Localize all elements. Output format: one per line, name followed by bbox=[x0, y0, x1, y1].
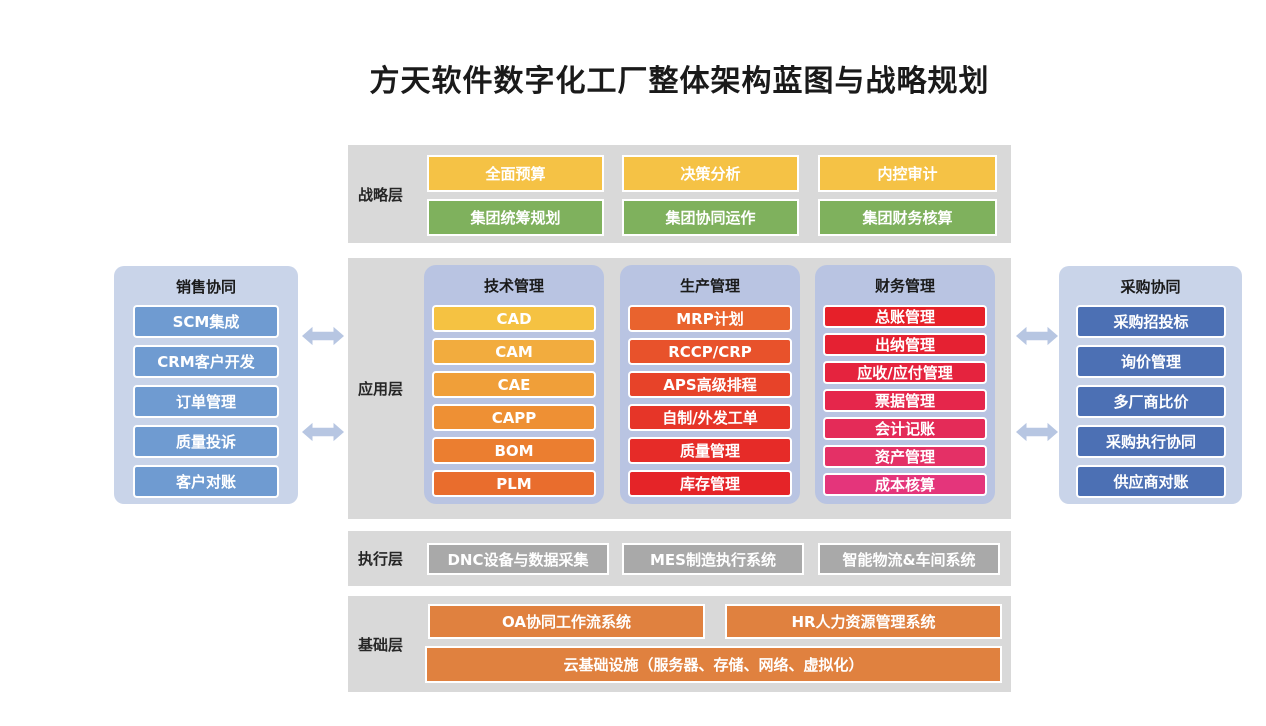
tech-management-title: 技术管理 bbox=[483, 276, 544, 295]
finance-management-column: 财务管理 总账管理 出纳管理 应收/应付管理 票据管理 会计记账 资产管理 成本… bbox=[815, 265, 995, 504]
execution-layer: 执行层 DNC设备与数据采集 MES制造执行系统 智能物流&车间系统 bbox=[348, 531, 1011, 586]
app-node: 票据管理 bbox=[823, 389, 987, 412]
strategy-node: 集团协同运作 bbox=[622, 199, 799, 236]
strategy-layer: 战略层 全面预算 决策分析 内控审计 集团统筹规划 集团协同运作 集团财务核算 bbox=[348, 145, 1011, 243]
double-arrow-icon bbox=[1016, 418, 1058, 446]
execution-node: DNC设备与数据采集 bbox=[427, 543, 609, 575]
strategy-node: 集团财务核算 bbox=[818, 199, 997, 236]
app-node: CAE bbox=[432, 371, 596, 398]
finance-management-title: 财务管理 bbox=[874, 276, 935, 295]
sales-node: 客户对账 bbox=[133, 465, 279, 498]
app-node: APS高级排程 bbox=[628, 371, 792, 398]
foundation-layer: 基础层 OA协同工作流系统 HR人力资源管理系统 云基础设施（服务器、存储、网络… bbox=[348, 596, 1011, 692]
production-management-column: 生产管理 MRP计划 RCCP/CRP APS高级排程 自制/外发工单 质量管理… bbox=[620, 265, 800, 504]
application-layer-label: 应用层 bbox=[358, 380, 404, 398]
tech-management-items: CAD CAM CAE CAPP BOM PLM bbox=[424, 305, 604, 497]
procurement-node: 采购招投标 bbox=[1076, 305, 1226, 338]
procurement-node: 采购执行协同 bbox=[1076, 425, 1226, 458]
foundation-layer-label: 基础层 bbox=[358, 635, 404, 654]
app-node: 应收/应付管理 bbox=[823, 361, 987, 384]
double-arrow-icon bbox=[1016, 322, 1058, 350]
app-node: 会计记账 bbox=[823, 417, 987, 440]
app-node: RCCP/CRP bbox=[628, 338, 792, 365]
app-node: 质量管理 bbox=[628, 437, 792, 464]
strategy-node: 全面预算 bbox=[427, 155, 604, 192]
sales-node: SCM集成 bbox=[133, 305, 279, 338]
production-management-title: 生产管理 bbox=[679, 276, 740, 295]
app-node: 成本核算 bbox=[823, 473, 987, 496]
foundation-node: 云基础设施（服务器、存储、网络、虚拟化） bbox=[425, 646, 1002, 683]
execution-node: MES制造执行系统 bbox=[622, 543, 804, 575]
app-node: 资产管理 bbox=[823, 445, 987, 468]
double-arrow-icon bbox=[302, 418, 344, 446]
app-node: 总账管理 bbox=[823, 305, 987, 328]
sales-node: 订单管理 bbox=[133, 385, 279, 418]
foundation-node: HR人力资源管理系统 bbox=[725, 604, 1002, 639]
procurement-node: 多厂商比价 bbox=[1076, 385, 1226, 418]
application-layer: 应用层 技术管理 CAD CAM CAE CAPP BOM PLM 生产管理 M… bbox=[348, 258, 1011, 519]
execution-layer-label: 执行层 bbox=[358, 550, 404, 568]
procurement-collaboration-title: 采购协同 bbox=[1120, 277, 1181, 296]
sales-collaboration-title: 销售协同 bbox=[175, 277, 236, 296]
sales-collaboration-items: SCM集成 CRM客户开发 订单管理 质量投诉 客户对账 bbox=[114, 297, 298, 498]
strategy-node: 内控审计 bbox=[818, 155, 997, 192]
sales-collaboration-panel: 销售协同 SCM集成 CRM客户开发 订单管理 质量投诉 客户对账 bbox=[114, 266, 298, 504]
foundation-node: OA协同工作流系统 bbox=[428, 604, 705, 639]
procurement-node: 询价管理 bbox=[1076, 345, 1226, 378]
diagram-title: 方天软件数字化工厂整体架构蓝图与战略规划 bbox=[369, 64, 990, 99]
app-node: MRP计划 bbox=[628, 305, 792, 332]
strategy-node: 决策分析 bbox=[622, 155, 799, 192]
production-management-items: MRP计划 RCCP/CRP APS高级排程 自制/外发工单 质量管理 库存管理 bbox=[620, 305, 800, 497]
strategy-node: 集团统筹规划 bbox=[427, 199, 604, 236]
execution-node: 智能物流&车间系统 bbox=[818, 543, 1000, 575]
procurement-node: 供应商对账 bbox=[1076, 465, 1226, 498]
app-node: BOM bbox=[432, 437, 596, 464]
tech-management-column: 技术管理 CAD CAM CAE CAPP BOM PLM bbox=[424, 265, 604, 504]
sales-node: CRM客户开发 bbox=[133, 345, 279, 378]
app-node: CAPP bbox=[432, 404, 596, 431]
sales-node: 质量投诉 bbox=[133, 425, 279, 458]
app-node: PLM bbox=[432, 470, 596, 497]
app-node: 库存管理 bbox=[628, 470, 792, 497]
app-node: CAM bbox=[432, 338, 596, 365]
app-node: 出纳管理 bbox=[823, 333, 987, 356]
double-arrow-icon bbox=[302, 322, 344, 350]
finance-management-items: 总账管理 出纳管理 应收/应付管理 票据管理 会计记账 资产管理 成本核算 bbox=[815, 305, 995, 496]
strategy-layer-label: 战略层 bbox=[358, 185, 404, 204]
procurement-collaboration-panel: 采购协同 采购招投标 询价管理 多厂商比价 采购执行协同 供应商对账 bbox=[1059, 266, 1242, 504]
procurement-collaboration-items: 采购招投标 询价管理 多厂商比价 采购执行协同 供应商对账 bbox=[1059, 297, 1242, 498]
app-node: CAD bbox=[432, 305, 596, 332]
app-node: 自制/外发工单 bbox=[628, 404, 792, 431]
